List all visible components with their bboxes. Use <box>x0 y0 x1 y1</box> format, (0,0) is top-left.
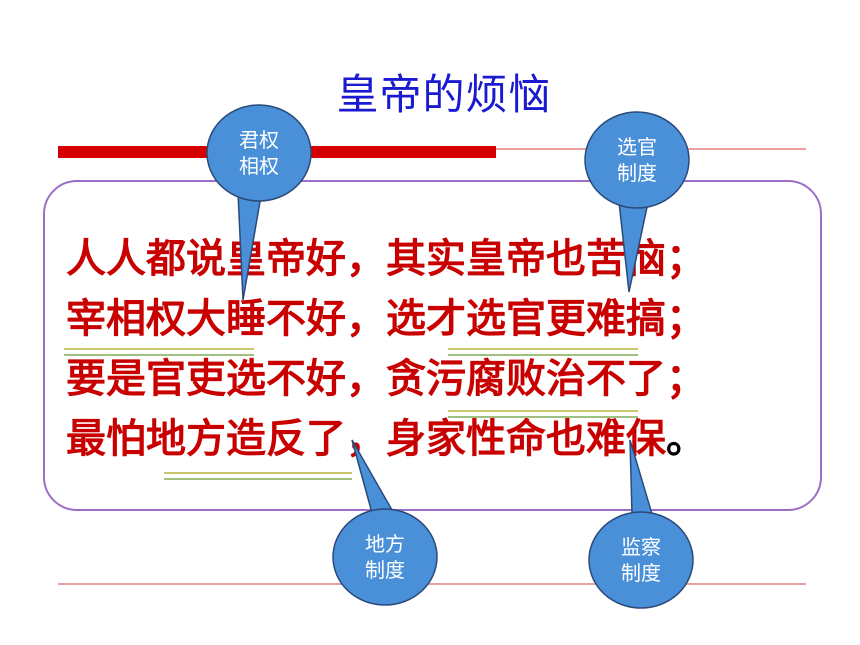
poem-line-1: 人人都说皇帝好，其实皇帝也苦恼； <box>66 236 706 282</box>
bottom-rule <box>58 583 806 585</box>
poem: 人人都说皇帝好，其实皇帝也苦恼； 宰相权大睡不好，选才选官更难搞； 要是官吏选不… <box>66 229 826 469</box>
underline-difang <box>164 472 352 480</box>
bubble-2-line-2: 制度 <box>617 161 657 185</box>
poem-line-4-text: 最怕地方造反了，身家性命也难保 <box>66 416 666 462</box>
underline-tanwu <box>448 410 638 418</box>
underline-zaixiang <box>64 348 254 356</box>
bubble-4-line-2: 制度 <box>621 561 661 585</box>
bubble-3-line-1: 地方 <box>365 532 405 556</box>
bubble-2-label: 选官 制度 <box>597 134 677 186</box>
page-title: 皇帝的烦恼 <box>336 69 552 119</box>
bubble-1-line-2: 相权 <box>239 154 279 178</box>
poem-line-4: 最怕地方造反了，身家性命也难保。 <box>66 409 826 469</box>
bubble-4-label: 监察 制度 <box>601 534 681 586</box>
bubble-3-line-2: 制度 <box>365 558 405 582</box>
title-box: 皇帝的烦恼 <box>308 58 580 124</box>
bubble-4-line-1: 监察 <box>621 535 661 559</box>
poem-line-2: 宰相权大睡不好，选才选官更难搞； <box>66 296 706 342</box>
bubble-2-line-1: 选官 <box>617 135 657 159</box>
underline-xuanguan <box>448 348 638 356</box>
poem-line-4-period: 。 <box>666 416 706 462</box>
bubble-1-line-1: 君权 <box>239 128 279 152</box>
bubble-3-label: 地方 制度 <box>345 531 425 583</box>
poem-frame <box>43 180 822 511</box>
bubble-1-label: 君权 相权 <box>219 127 299 179</box>
poem-line-3: 要是官吏选不好，贪污腐败治不了； <box>66 356 706 402</box>
